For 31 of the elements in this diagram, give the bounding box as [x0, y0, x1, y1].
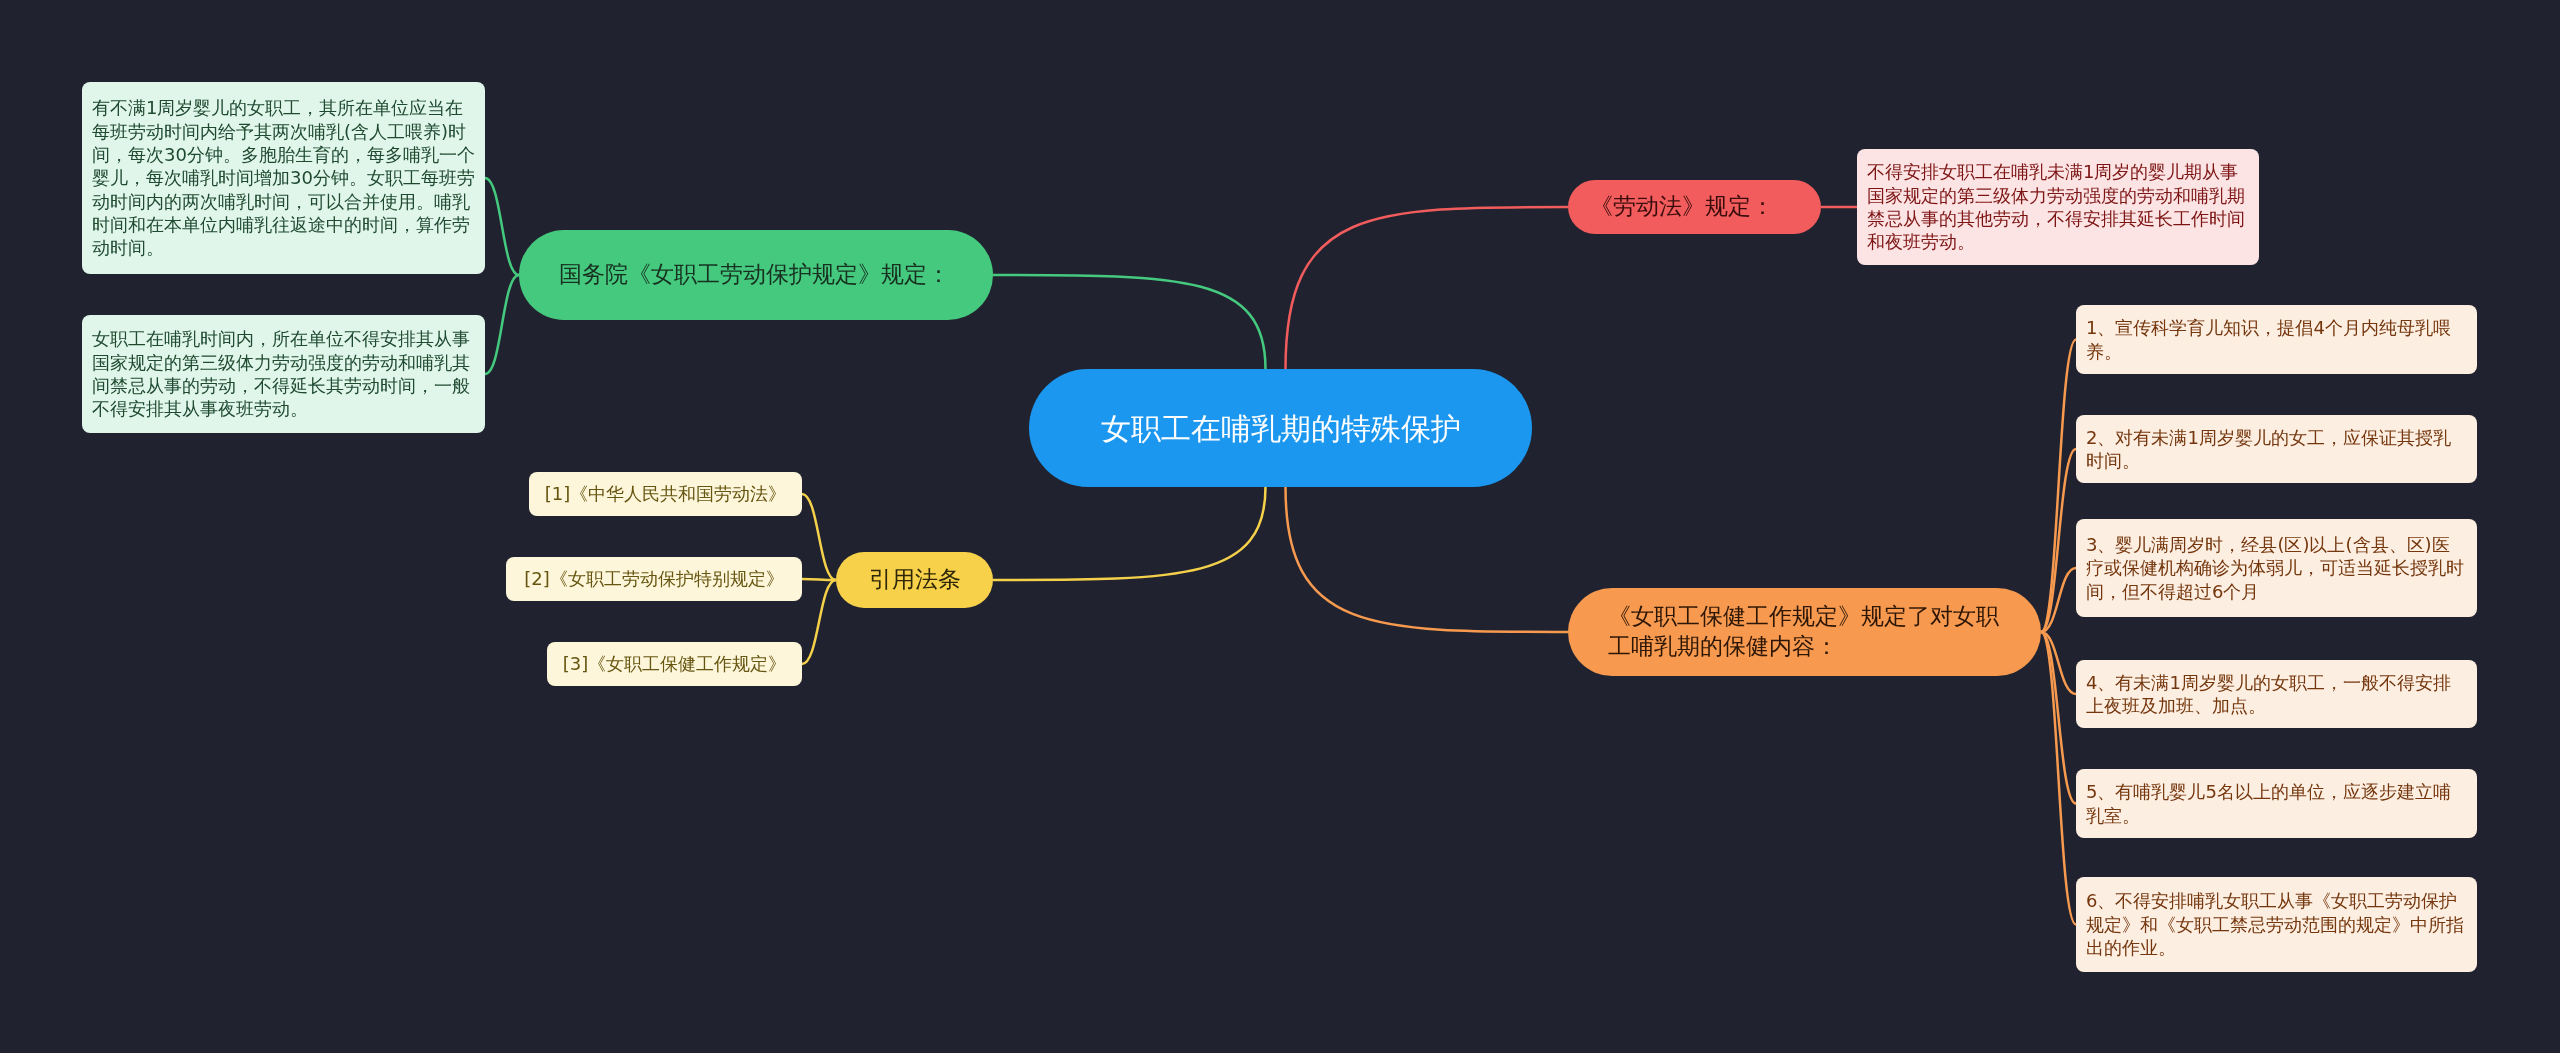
note-card: 3、婴儿满周岁时，经县(区)以上(含县、区)医疗或保健机构确诊为体弱儿，可适当延长授乳时间，但不得超过6个月	[2076, 519, 2477, 617]
branch-topic: 国务院《女职工劳动保护规定》规定：	[519, 230, 993, 320]
connector-line	[484, 273, 520, 376]
branch-topic: 《劳动法》规定：	[1568, 180, 1821, 234]
branch-topic: 引用法条	[836, 552, 993, 608]
citation-card: [2]《女职工劳动保护特别规定》	[506, 557, 802, 601]
connector-line	[993, 486, 1267, 582]
connector-line	[2040, 631, 2077, 805]
connector-line	[2039, 338, 2078, 633]
note-card: 5、有哺乳婴儿5名以上的单位，应逐步建立哺乳室。	[2076, 769, 2477, 838]
connector-line	[2039, 631, 2078, 926]
connector-line	[802, 577, 836, 582]
connector-line	[993, 273, 1267, 370]
connector-line	[1284, 205, 1568, 370]
note-card: 有不满1周岁婴儿的女职工，其所在单位应当在每班劳动时间内给予其两次哺乳(含人工喂养)时间，每次30分钟。多胞胎生育的，每多哺乳一个婴儿，每次哺乳时间增加30分钟。女职工每班劳动时间内的两次哺乳时间，可以合并使用。哺乳时间和在本单位内哺乳往返途中的时间，算作劳动时间。	[82, 82, 485, 274]
note-card: 2、对有未满1周岁婴儿的女工，应保证其授乳时间。	[2076, 415, 2477, 483]
note-card: 6、不得安排哺乳女职工从事《女职工劳动保护规定》和《女职工禁忌劳动范围的规定》中所指出的作业。	[2076, 877, 2477, 972]
branch-topic: 《女职工保健工作规定》规定了对女职工哺乳期的保健内容：	[1568, 588, 2041, 676]
note-card: 1、宣传科学育儿知识，提倡4个月内纯母乳喂养。	[2076, 305, 2477, 374]
connector-line	[2040, 448, 2077, 633]
connector-line	[801, 492, 837, 582]
connector-line	[801, 578, 837, 666]
root-topic: 女职工在哺乳期的特殊保护	[1029, 369, 1532, 487]
connector-line	[1821, 205, 1857, 209]
citation-card: [3]《女职工保健工作规定》	[547, 642, 802, 686]
connector-line	[1284, 486, 1568, 634]
note-card: 不得安排女职工在哺乳未满1周岁的婴儿期从事国家规定的第三级体力劳动强度的劳动和哺乳期禁忌从事的其他劳动，不得安排其延长工作时间和夜班劳动。	[1857, 149, 2259, 265]
citation-card: [1]《中华人民共和国劳动法》	[529, 472, 802, 516]
note-card: 4、有未满1周岁婴儿的女职工，一般不得安排上夜班及加班、加点。	[2076, 660, 2477, 728]
note-card: 女职工在哺乳时间内，所在单位不得安排其从事国家规定的第三级体力劳动强度的劳动和哺乳其间禁忌从事的劳动，不得延长其劳动时间，一般不得安排其从事夜班劳动。	[82, 315, 485, 433]
connector-line	[484, 176, 520, 277]
